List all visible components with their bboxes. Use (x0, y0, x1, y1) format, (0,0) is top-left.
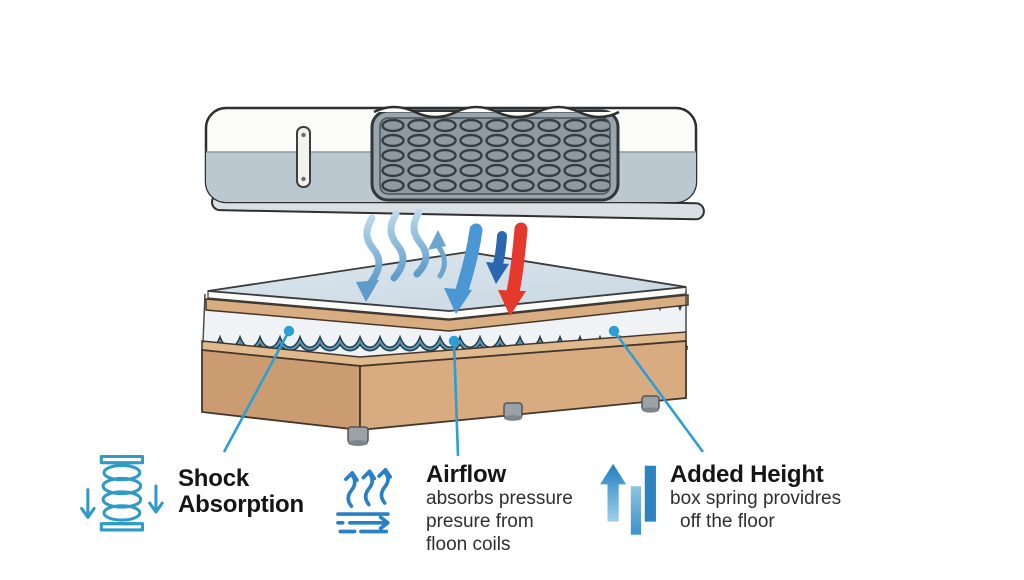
wavy-arrowhead-up (428, 230, 446, 250)
dark-blue-arrowhead (486, 262, 509, 284)
box-spring-illustration (201, 251, 689, 446)
feature-title: Airflow (426, 461, 506, 488)
callout-dot (448, 335, 460, 347)
pressure-down-arrows (444, 222, 528, 316)
airflow-waves-icon (336, 468, 393, 534)
callout-dot (608, 325, 620, 337)
mattress-handle (296, 126, 311, 188)
box-spring-base-right-face (359, 340, 687, 431)
feature-description-line: presure from (426, 510, 534, 532)
red-arrowhead (498, 290, 526, 316)
feature-title: Added Height (670, 461, 824, 488)
feature-description-line: off the floor (680, 510, 775, 532)
callout-dot (283, 325, 295, 337)
feature-airflow: Airflow absorbs pressure presure from fl… (334, 462, 573, 557)
feature-title: Shock Absorption (178, 465, 304, 518)
callout-line-airflow (452, 340, 460, 457)
box-spring-legs (347, 395, 660, 446)
feature-description-line: box spring providres (670, 487, 842, 509)
feature-description-line: floon coils (426, 533, 511, 555)
spring-compression-icon (80, 454, 164, 532)
airflow-out-arrows (356, 208, 447, 302)
wavy-arrowhead-down (356, 280, 379, 302)
feature-added-height: Added Height box spring providres off th… (598, 462, 841, 544)
mattress-quilt-edge (373, 105, 620, 119)
box-spring-top-rail (205, 294, 689, 332)
mattress-illustration (204, 105, 705, 221)
blue-arrowhead (444, 288, 472, 314)
mattress-cutaway-springs (370, 109, 620, 202)
feature-description-line: absorbs pressure (426, 487, 573, 509)
callout-line-height (612, 330, 705, 453)
callout-lines (222, 325, 705, 457)
callout-line-shock (222, 330, 291, 453)
feature-shock-absorption: Shock Absorption (78, 452, 314, 538)
raised-bars-icon (600, 463, 656, 535)
